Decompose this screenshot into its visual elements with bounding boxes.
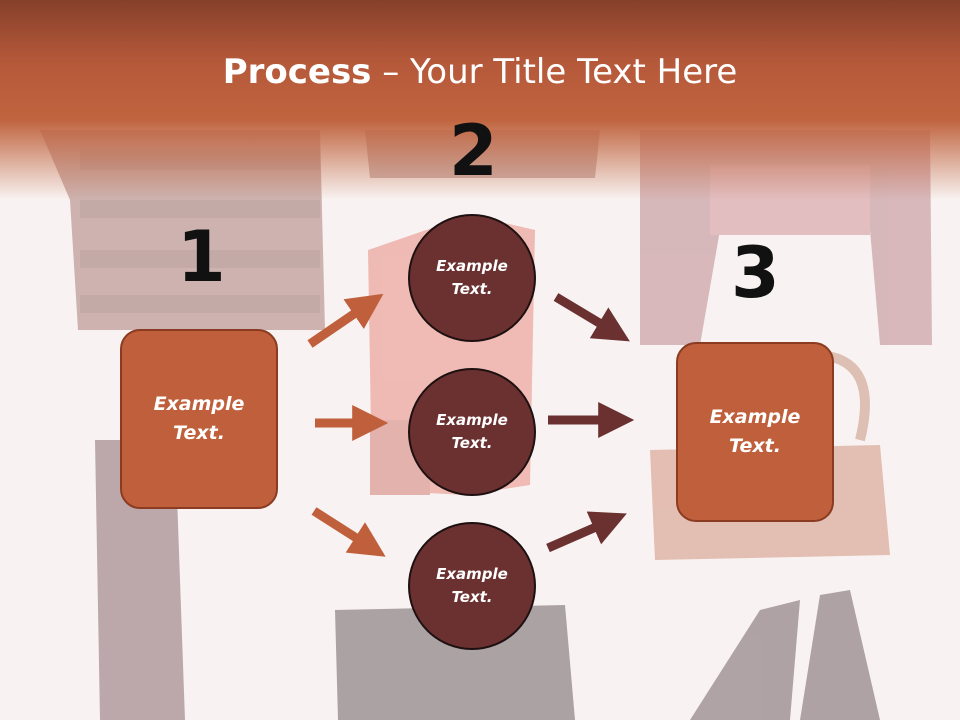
step-2-circle-top: Example Text. (408, 214, 536, 342)
heels-image (690, 590, 880, 720)
step-3-text: Example Text. (709, 405, 801, 457)
circle-bottom-text: Example Text. (436, 564, 508, 606)
step-number-3: 3 (731, 232, 780, 314)
arrow-1-to-top (307, 293, 384, 348)
title-bold-text: Process (222, 52, 372, 92)
step-1-box: Example Text. (120, 329, 278, 509)
arrow-top-to-3 (553, 293, 630, 342)
step-1-text: Example Text. (153, 392, 245, 444)
arrow-bottom-to-3 (546, 511, 627, 553)
black-bag-image (335, 605, 575, 720)
title-rest-text: – Your Title Text Here (371, 52, 738, 92)
circle-middle-text: Example Text. (436, 410, 508, 452)
step-number-2: 2 (449, 110, 498, 192)
circle-top-text: Example Text. (436, 256, 508, 298)
boot-image (95, 440, 185, 720)
slide-title: Process – Your Title Text Here (0, 52, 960, 92)
arrow-1-to-bottom (311, 507, 386, 557)
step-number-1: 1 (177, 216, 226, 298)
step-2-circle-middle: Example Text. (408, 368, 536, 496)
title-banner (0, 0, 960, 200)
step-2-circle-bottom: Example Text. (408, 522, 536, 650)
step-3-box: Example Text. (676, 342, 834, 522)
